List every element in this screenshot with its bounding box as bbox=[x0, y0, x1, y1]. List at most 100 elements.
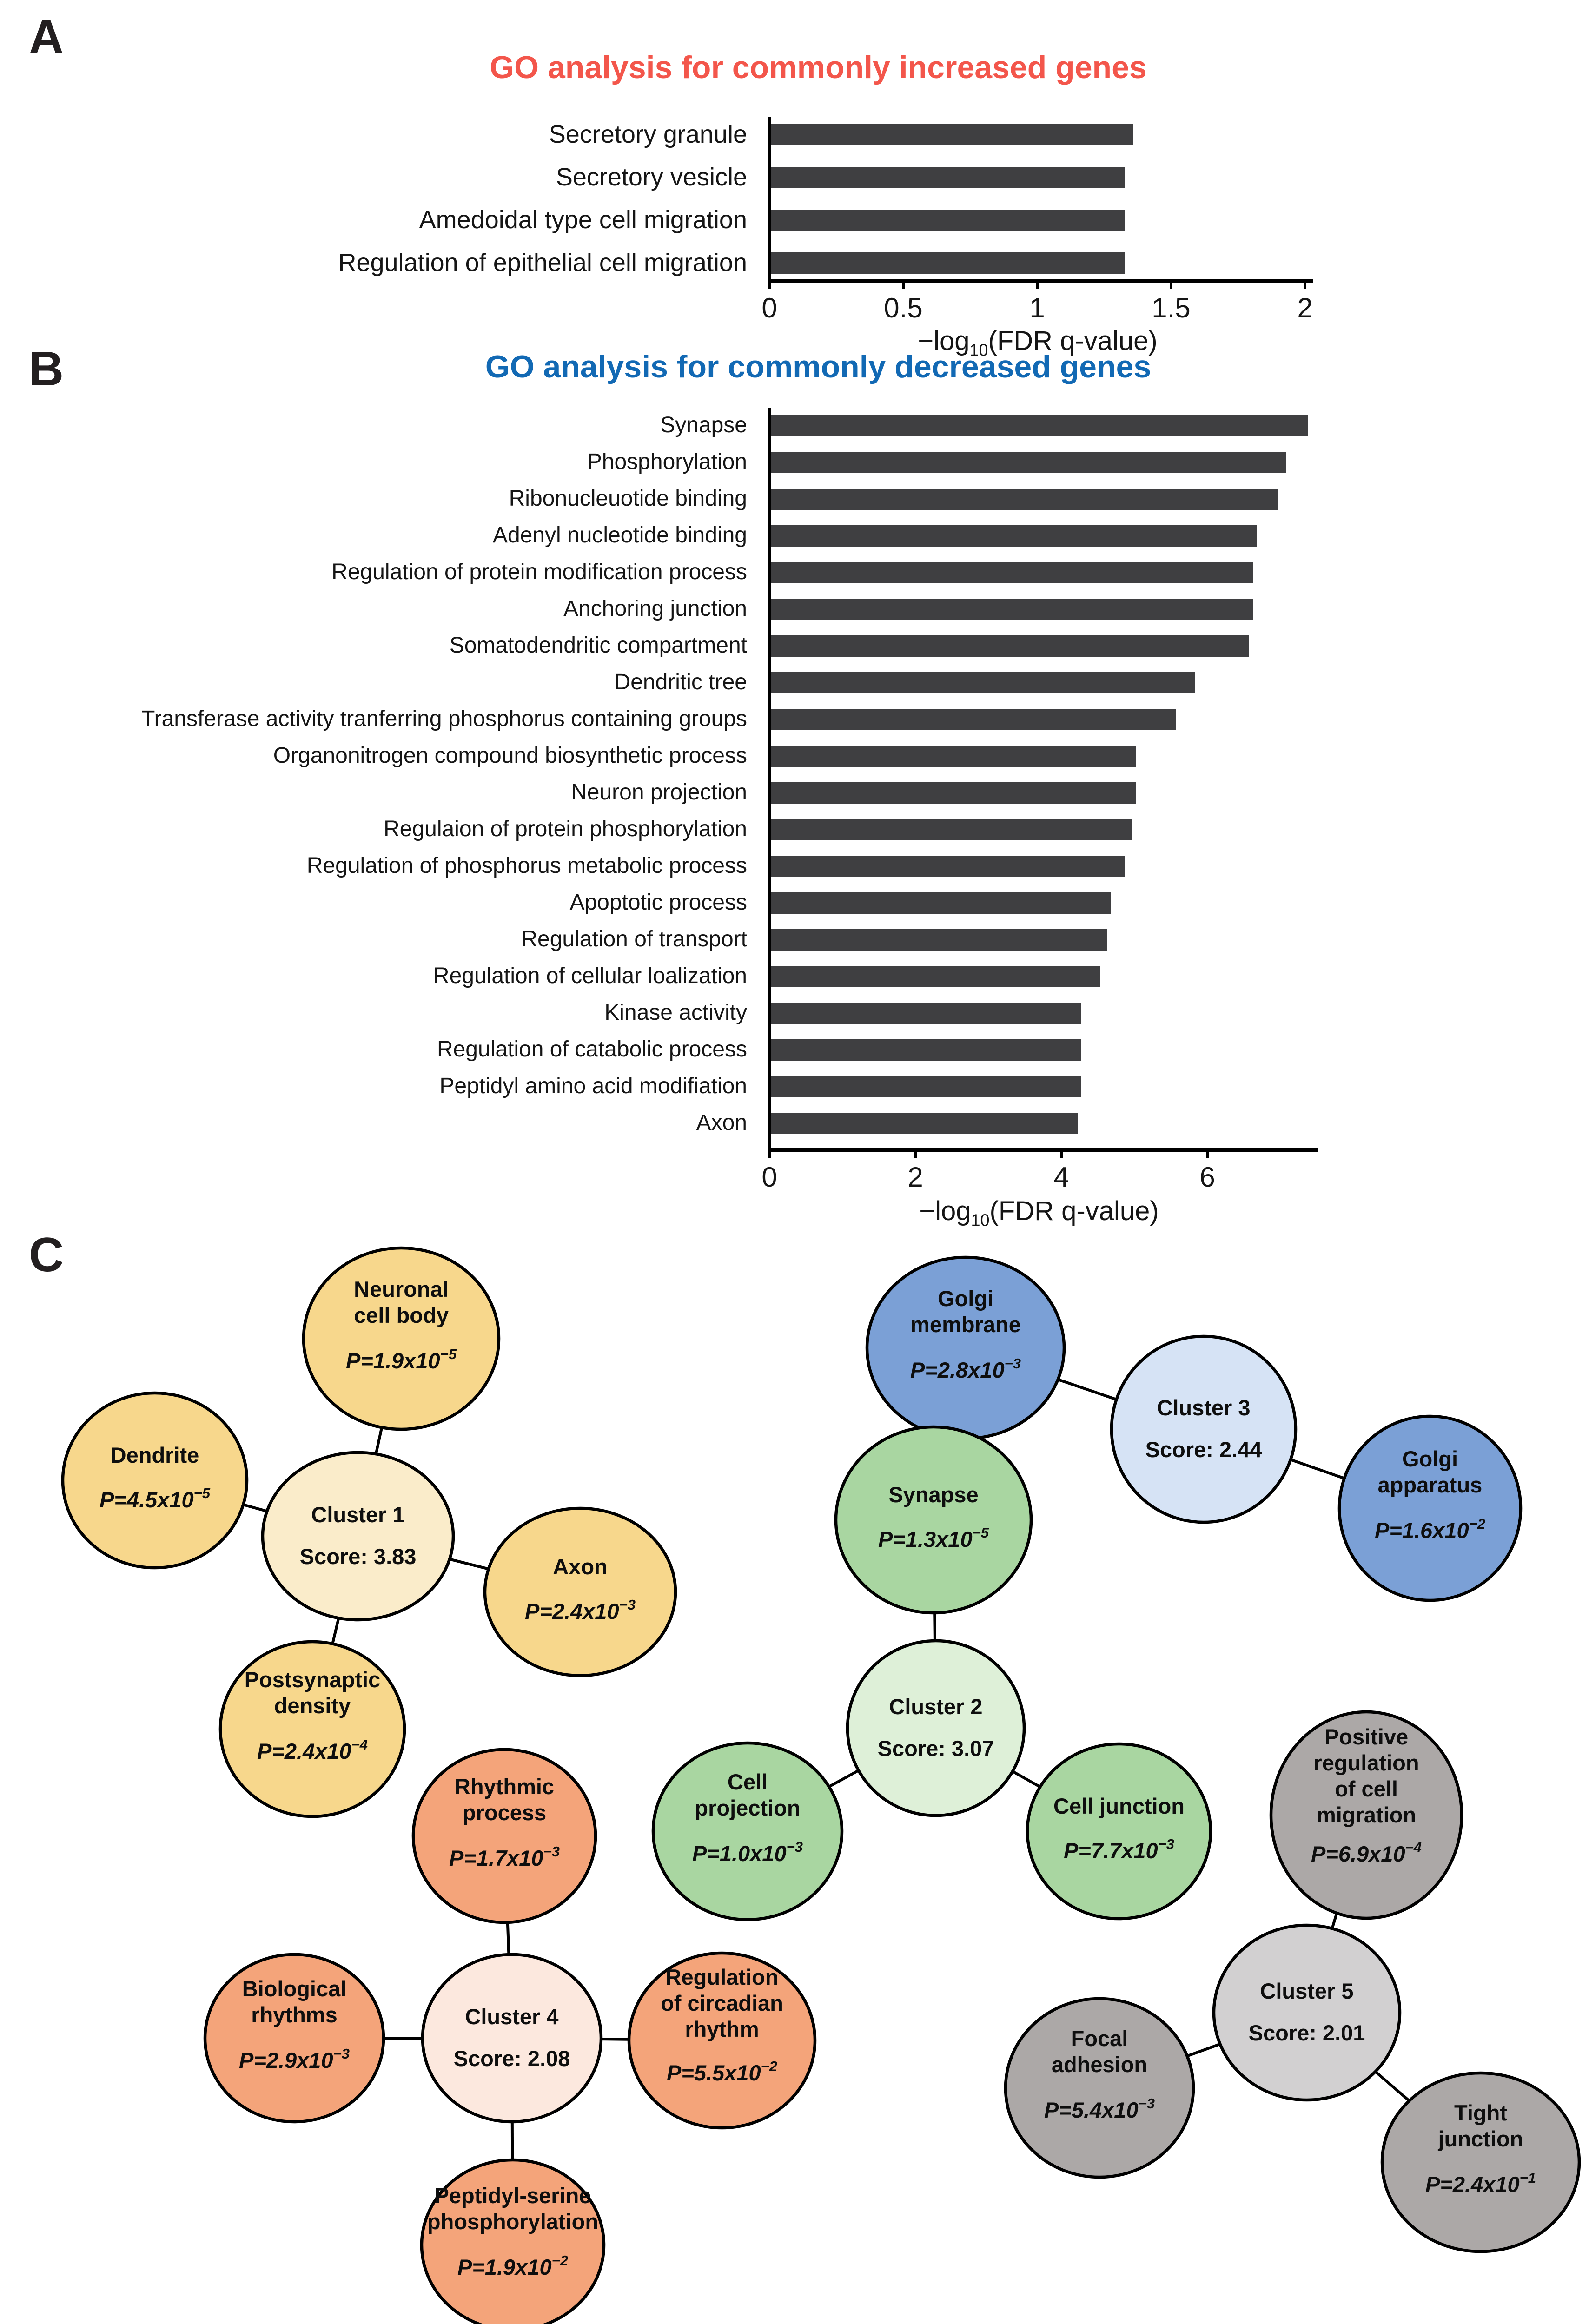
node-label: Rhythmic bbox=[455, 1774, 554, 1799]
node-label: Synapse bbox=[888, 1482, 978, 1507]
node-synapse-node bbox=[834, 1425, 1033, 1615]
category-label: Axon bbox=[696, 1110, 747, 1135]
node-label: Cell junction bbox=[1053, 1794, 1185, 1818]
bar bbox=[771, 709, 1176, 730]
bar bbox=[771, 210, 1125, 231]
panel-b-title: GO analysis for commonly decreased genes bbox=[485, 349, 1152, 384]
node-label: Neuronal bbox=[354, 1277, 449, 1301]
node-label: membrane bbox=[910, 1312, 1021, 1337]
node-cluster-3 bbox=[1110, 1334, 1298, 1524]
axis-x bbox=[768, 1148, 1318, 1152]
node-label: of cell bbox=[1335, 1776, 1398, 1801]
tick-mark bbox=[1206, 1152, 1209, 1158]
node-label: adhesion bbox=[1052, 2052, 1147, 2077]
node-label: Tight bbox=[1454, 2100, 1507, 2125]
category-label: Regulation of catabolic process bbox=[437, 1037, 747, 1062]
tick-label: 0 bbox=[761, 1162, 777, 1193]
node-pvalue: P=2.8x10−3 bbox=[910, 1355, 1021, 1382]
node-label: Golgi bbox=[1402, 1446, 1458, 1471]
node-score: Score: 3.07 bbox=[878, 1736, 994, 1761]
node-label: Focal bbox=[1071, 2026, 1128, 2051]
node-label: process bbox=[463, 1800, 546, 1825]
node-cell-junction bbox=[1026, 1742, 1212, 1921]
category-label: Dendritic tree bbox=[614, 670, 747, 694]
node-label: Cell bbox=[728, 1769, 768, 1794]
node-label: junction bbox=[1438, 2126, 1523, 2151]
node-score: Score: 2.01 bbox=[1249, 2020, 1365, 2045]
tick-mark bbox=[768, 283, 771, 289]
bar bbox=[771, 599, 1253, 620]
axis-x-title: −log10(FDR q-value) bbox=[918, 326, 1158, 360]
node-pvalue: P=6.9x10−4 bbox=[1311, 1839, 1422, 1866]
category-label: Regulation of epithelial cell migration bbox=[338, 249, 747, 277]
category-label: Secretory vesicle bbox=[556, 163, 747, 191]
node-cluster-1 bbox=[261, 1451, 455, 1622]
bar bbox=[771, 1113, 1078, 1134]
tick-mark bbox=[1060, 1152, 1063, 1158]
axis-x bbox=[768, 279, 1313, 283]
tick-mark bbox=[768, 1152, 771, 1158]
bar bbox=[771, 856, 1125, 877]
category-label: Kinase activity bbox=[604, 1000, 747, 1025]
node-label: Postsynaptic bbox=[245, 1667, 381, 1692]
node-label: Cluster 3 bbox=[1157, 1395, 1250, 1420]
node-cluster-5 bbox=[1212, 1923, 1402, 2102]
node-postsynaptic-density bbox=[218, 1640, 406, 1818]
node-label: Axon bbox=[553, 1554, 608, 1579]
category-label: Somatodendritic compartment bbox=[449, 633, 747, 658]
node-label: density bbox=[274, 1693, 351, 1718]
node-cell-projection bbox=[651, 1741, 844, 1921]
bar bbox=[771, 782, 1136, 804]
category-label: Ribonucleuotide binding bbox=[509, 486, 747, 511]
node-pvalue: P=2.4x10−3 bbox=[525, 1597, 636, 1624]
bar bbox=[771, 635, 1249, 657]
node-label: Golgi bbox=[938, 1286, 993, 1311]
category-label: Phosphorylation bbox=[587, 449, 747, 474]
category-label: Synapse bbox=[660, 413, 747, 437]
tick-label: 1.5 bbox=[1152, 292, 1191, 324]
bar bbox=[771, 819, 1132, 840]
tick-mark bbox=[1170, 283, 1172, 289]
node-pvalue: P=1.7x10−3 bbox=[449, 1843, 560, 1870]
panel-b-letter: B bbox=[29, 342, 64, 396]
node-pvalue: P=2.4x10−1 bbox=[1425, 2170, 1536, 2197]
node-pvalue: P=2.9x10−3 bbox=[239, 2046, 350, 2073]
node-pvalue: P=1.9x10−5 bbox=[346, 1346, 457, 1373]
node-label: apparatus bbox=[1378, 1472, 1483, 1497]
panel-c-letter: C bbox=[29, 1228, 64, 1282]
category-label: Neuron projection bbox=[571, 780, 747, 805]
tick-mark bbox=[902, 283, 905, 289]
bar bbox=[771, 167, 1125, 188]
category-label: Transferase activity tranferring phospho… bbox=[141, 706, 747, 731]
node-label: cell body bbox=[354, 1303, 449, 1327]
node-golgi-apparatus bbox=[1337, 1414, 1523, 1602]
tick-label: 2 bbox=[1297, 292, 1313, 324]
category-label: Adenyl nucleotide binding bbox=[492, 523, 747, 548]
tick-label: 0.5 bbox=[884, 292, 923, 324]
node-label: regulation bbox=[1313, 1750, 1419, 1775]
category-label: Anchoring junction bbox=[563, 596, 747, 621]
node-rhythmic-process bbox=[411, 1748, 597, 1924]
node-golgi-membrane bbox=[865, 1255, 1066, 1440]
category-label: Regulation of protein modification proce… bbox=[331, 560, 747, 584]
node-regulation-of-circadian-rhythm bbox=[627, 1951, 817, 2130]
bar bbox=[771, 415, 1308, 436]
bar bbox=[771, 489, 1278, 510]
node-score: Score: 2.44 bbox=[1145, 1437, 1262, 1462]
bar bbox=[771, 124, 1133, 145]
node-pvalue: P=5.4x10−3 bbox=[1044, 2095, 1155, 2122]
panel-a-letter: A bbox=[29, 10, 64, 64]
node-score: Score: 2.08 bbox=[454, 2046, 570, 2071]
node-axon-node bbox=[483, 1506, 677, 1677]
category-label: Organonitrogen compound biosynthetic pro… bbox=[273, 743, 747, 768]
tick-label: 6 bbox=[1199, 1162, 1215, 1193]
node-cluster-4 bbox=[421, 1953, 603, 2124]
bar bbox=[771, 252, 1125, 274]
bar bbox=[771, 966, 1100, 987]
node-pvalue: P=1.6x10−2 bbox=[1375, 1516, 1485, 1543]
tick-label: 2 bbox=[907, 1162, 923, 1193]
tick-label: 1 bbox=[1029, 292, 1045, 324]
node-focal-adhesion bbox=[1004, 1997, 1195, 2179]
